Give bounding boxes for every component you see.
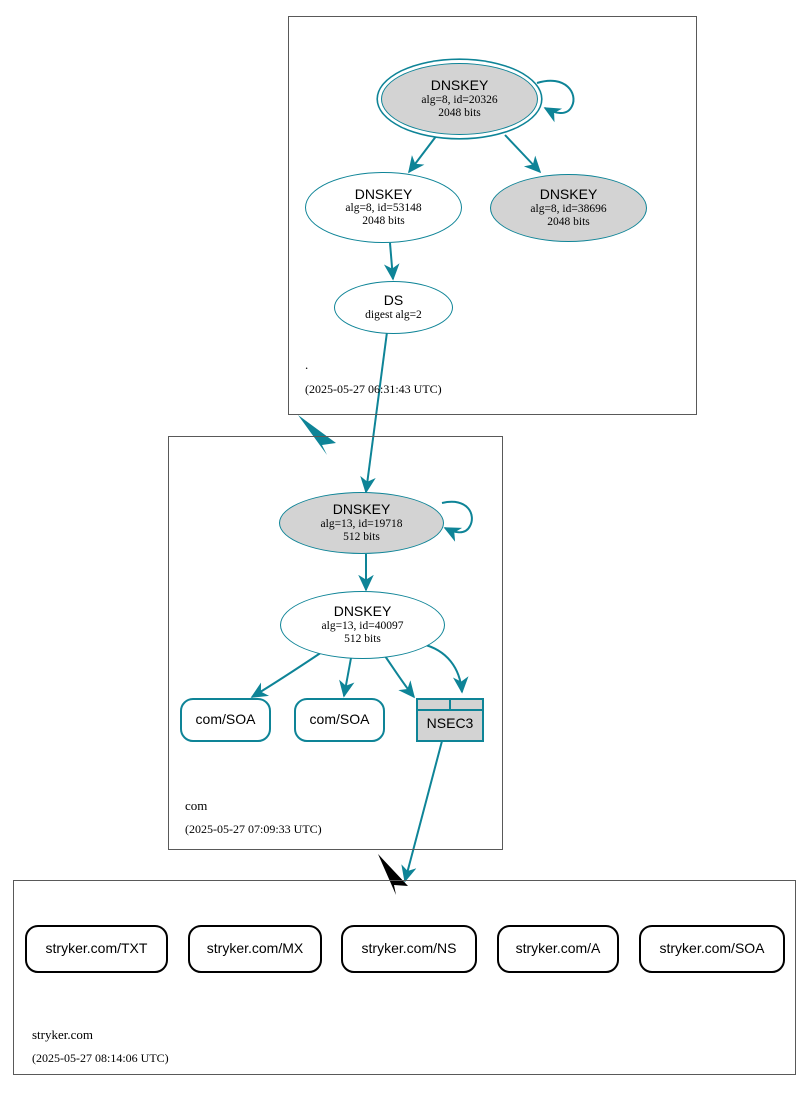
node-ds-root-to-com[interactable]: DS digest alg=2 (334, 281, 453, 334)
edge-com-zsk-to-soa-2 (339, 657, 355, 698)
node-subtitle-alg: alg=8, id=53148 (345, 202, 422, 215)
zone-box-root (288, 16, 697, 415)
node-title: DNSKEY (430, 77, 489, 94)
node-subtitle-bits: 512 bits (344, 632, 381, 645)
edge-root-ksk-to-dnskey38696 (504, 134, 542, 174)
edge-root-ksk-to-zsk53148 (408, 134, 438, 174)
node-dnskey-com-ksk-19718[interactable]: DNSKEY alg=13, id=19718 512 bits (279, 492, 444, 554)
node-subtitle-bits: 2048 bits (547, 215, 590, 228)
node-rrset-stryker-a[interactable]: stryker.com/A (497, 925, 619, 973)
edge-com-zsk-to-soa-1 (250, 651, 323, 698)
node-subtitle-bits: 512 bits (343, 530, 380, 543)
zone-label-root-name: . (305, 357, 309, 372)
node-subtitle-alg: alg=13, id=19718 (320, 517, 403, 530)
node-subtitle-alg: alg=13, id=40097 (321, 619, 404, 632)
node-title: stryker.com/MX (206, 940, 304, 957)
node-title: DNSKEY (333, 603, 392, 620)
zone-box-stryker (13, 880, 796, 1075)
node-title: DNSKEY (539, 186, 598, 203)
node-title: DNSKEY (354, 185, 413, 202)
delegation-arrow-root-to-com (298, 415, 336, 455)
node-title: com/SOA (309, 711, 370, 728)
zone-label-com-name: com (185, 798, 208, 813)
edge-nsec3-to-stryker-zone (401, 740, 443, 883)
node-title: DNSKEY (332, 501, 391, 518)
node-dnskey-com-zsk-40097[interactable]: DNSKEY alg=13, id=40097 512 bits (280, 591, 445, 659)
zone-label-root-timestamp: (2025-05-27 06:31:43 UTC) (305, 382, 442, 396)
edge-com-zsk-to-nsec3-b (421, 643, 469, 694)
node-dnskey-root-zsk-53148[interactable]: DNSKEY alg=8, id=53148 2048 bits (305, 172, 462, 243)
node-dnskey-root-38696[interactable]: DNSKEY alg=8, id=38696 2048 bits (490, 174, 647, 242)
node-rrset-stryker-mx[interactable]: stryker.com/MX (188, 925, 322, 973)
node-title: stryker.com/TXT (45, 940, 148, 957)
node-subtitle-digest: digest alg=2 (365, 308, 422, 321)
node-title: stryker.com/A (515, 940, 601, 957)
nsec3-header-cell-left (418, 700, 449, 709)
node-rrset-com-soa-2[interactable]: com/SOA (294, 698, 385, 742)
nsec3-header-row (418, 700, 482, 711)
node-subtitle-bits: 2048 bits (362, 215, 405, 228)
edge-com-ksk-selfsign (441, 500, 473, 542)
node-rrset-stryker-ns[interactable]: stryker.com/NS (341, 925, 477, 973)
node-title: DS (383, 292, 404, 309)
edge-root-ksk-selfsign (536, 79, 575, 123)
node-subtitle-bits: 2048 bits (438, 106, 481, 119)
edge-root-zsk-to-ds (383, 242, 400, 281)
node-rrset-com-soa-1[interactable]: com/SOA (180, 698, 271, 742)
node-subtitle-alg: alg=8, id=38696 (530, 202, 607, 215)
zone-box-com (168, 436, 503, 850)
delegation-arrow-com-to-stryker-insecure (378, 854, 408, 895)
node-rrset-stryker-soa[interactable]: stryker.com/SOA (639, 925, 785, 973)
node-title: stryker.com/SOA (659, 940, 765, 957)
node-rrset-stryker-txt[interactable]: stryker.com/TXT (25, 925, 168, 973)
edge-com-zsk-to-nsec3-a (384, 655, 416, 699)
zone-label-stryker-name: stryker.com (32, 1027, 94, 1042)
node-title: NSEC3 (426, 714, 474, 731)
node-dnskey-root-ksk-20326[interactable]: DNSKEY alg=8, id=20326 2048 bits (381, 63, 538, 135)
zone-label-com-timestamp: (2025-05-27 07:09:33 UTC) (185, 822, 322, 836)
edge-ds-to-com-dnskey19718 (360, 331, 388, 494)
zone-label-stryker-timestamp: (2025-05-27 08:14:06 UTC) (32, 1051, 169, 1065)
node-title: com/SOA (195, 711, 256, 728)
nsec3-header-cell-right (449, 700, 482, 709)
node-subtitle-alg: alg=8, id=20326 (421, 93, 498, 106)
node-nsec3-com[interactable]: NSEC3 (416, 698, 484, 742)
node-title: stryker.com/NS (361, 940, 457, 957)
